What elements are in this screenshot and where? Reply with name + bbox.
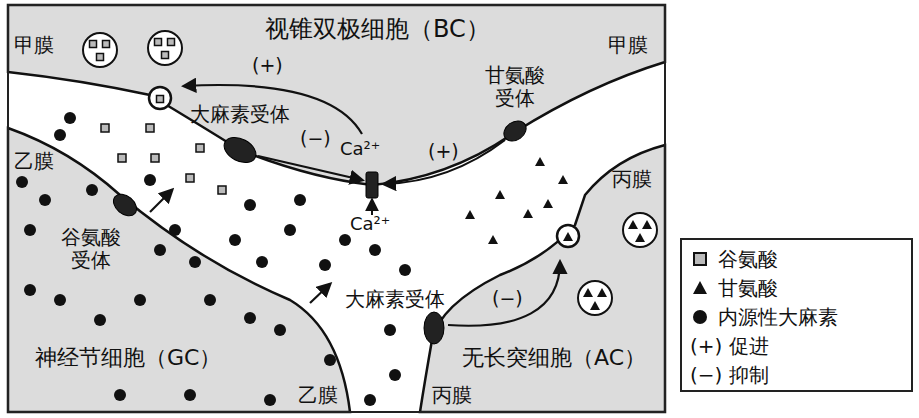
legend-item: 甘氨酸 <box>690 275 905 301</box>
membrane-label: 甲膜 <box>14 34 54 57</box>
membrane-label: 丙膜 <box>612 168 652 191</box>
legend-sample <box>690 278 710 298</box>
cell-name: 视锥双极细胞（BC） <box>265 16 490 44</box>
legend-sample <box>690 249 710 269</box>
legend-item: (+) 促进 <box>690 333 905 359</box>
release-pocket <box>149 87 171 109</box>
transmitter-particles <box>16 39 652 407</box>
cell-name: 神经节细胞（GC） <box>35 345 221 370</box>
receptors <box>109 117 530 344</box>
receptor-label: 甘氨酸 受体 <box>484 64 546 110</box>
effect-arrows <box>150 85 560 326</box>
legend-item: (−) 抑制 <box>690 362 905 388</box>
cell-name: 无长突细胞（AC） <box>462 345 646 370</box>
effect-sign: (+) <box>428 141 459 163</box>
legend-box: 谷氨酸甘氨酸内源性大麻素 (+) 促进 (−) 抑制 <box>680 238 913 392</box>
membrane-label: 乙膜 <box>14 150 54 173</box>
ion-label: Ca²⁺ <box>340 139 380 160</box>
ion-label: Ca²⁺ <box>350 214 390 235</box>
gc-cell <box>8 128 350 412</box>
receptor-label: 谷氨酸 受体 <box>60 226 122 272</box>
release-pocket <box>557 225 579 247</box>
membrane-label: 丙膜 <box>432 384 472 407</box>
receptor-label: 大麻素受体 <box>190 103 290 126</box>
bc-cell <box>8 5 665 185</box>
legend-item: 内源性大麻素 <box>690 304 905 330</box>
ac-cell <box>420 145 665 412</box>
legend-text: (+) 促进 <box>690 333 769 359</box>
membrane-label: 乙膜 <box>298 384 338 407</box>
membrane-label: 甲膜 <box>608 34 648 57</box>
effect-sign: (−) <box>492 288 523 310</box>
legend-item: 谷氨酸 <box>690 246 905 272</box>
legend-text: 甘氨酸 <box>718 275 778 301</box>
legend-text: (−) 抑制 <box>690 362 769 388</box>
effect-sign: (−) <box>300 128 331 150</box>
receptor-label: 大麻素受体 <box>345 288 445 311</box>
effect-sign: (+) <box>252 55 283 77</box>
legend-sample <box>690 307 710 327</box>
vesicles <box>83 31 657 315</box>
legend-text: 谷氨酸 <box>718 246 778 272</box>
legend-text: 内源性大麻素 <box>718 304 838 330</box>
